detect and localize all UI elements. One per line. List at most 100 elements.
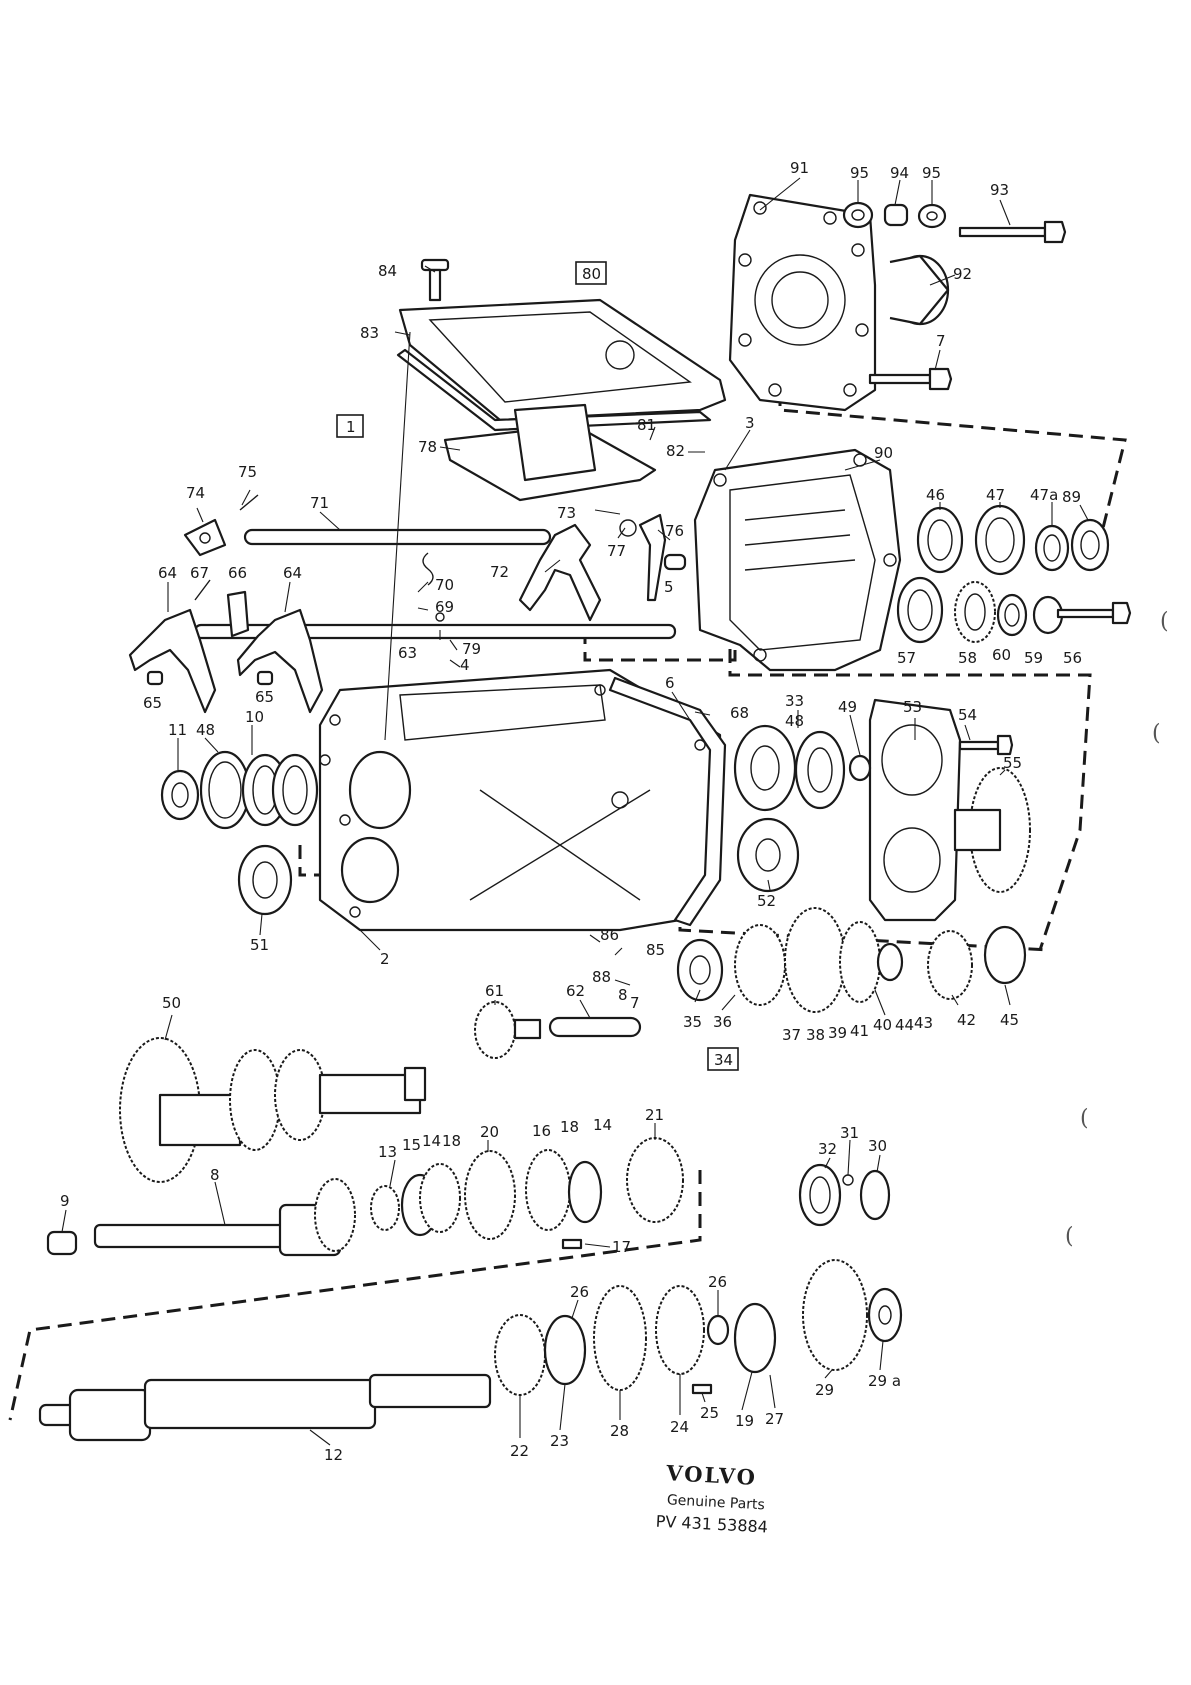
svg-text:(: ( bbox=[1160, 609, 1169, 634]
callout-23: 23 bbox=[550, 1432, 569, 1450]
callout-83: 83 bbox=[360, 324, 379, 342]
callout-29a: 29 a bbox=[868, 1372, 901, 1390]
bolt-93 bbox=[958, 220, 1067, 244]
bearing-set-left bbox=[160, 750, 319, 916]
callout-65: 65 bbox=[143, 694, 162, 712]
callout-36: 36 bbox=[713, 1013, 732, 1031]
callout-15: 15 bbox=[402, 1136, 421, 1154]
callout-14: 14 bbox=[593, 1116, 612, 1134]
countershaft-gear-cluster-34 bbox=[676, 907, 1027, 1013]
countershaft-50 bbox=[119, 1037, 427, 1183]
callout-4: 4 bbox=[460, 656, 470, 674]
callout-92: 92 bbox=[953, 265, 972, 283]
gasket-6 bbox=[608, 676, 727, 927]
bearing-set-57-56 bbox=[896, 576, 1132, 644]
callout-86: 86 bbox=[600, 926, 619, 944]
callout-90: 90 bbox=[874, 444, 893, 462]
volvo-brand: VOLVO bbox=[665, 1460, 758, 1490]
synchro-group-upper bbox=[370, 1137, 684, 1250]
callout-7: 7 bbox=[936, 332, 946, 350]
callout-12: 12 bbox=[324, 1446, 343, 1464]
intermediate-case-3 bbox=[693, 448, 902, 672]
reverse-idler-61-62 bbox=[474, 1001, 642, 1059]
leader-lines bbox=[61, 177, 1089, 1446]
callout-6: 6 bbox=[665, 674, 675, 692]
input-shaft-8 bbox=[46, 1178, 356, 1257]
callout-75: 75 bbox=[238, 463, 257, 481]
bolt-84 bbox=[420, 258, 450, 302]
callout-7: 7 bbox=[630, 994, 640, 1012]
gear-55 bbox=[953, 767, 1031, 893]
callout-19: 19 bbox=[735, 1412, 754, 1430]
svg-text:(: ( bbox=[1080, 1106, 1089, 1131]
callout-18: 18 bbox=[560, 1118, 579, 1136]
callout-64: 64 bbox=[283, 564, 302, 582]
interlock-66-67 bbox=[194, 579, 250, 638]
callout-56: 56 bbox=[1063, 649, 1082, 667]
callout-73: 73 bbox=[557, 504, 576, 522]
svg-text:(: ( bbox=[1152, 721, 1161, 746]
callout-69: 69 bbox=[435, 598, 454, 616]
callout-54: 54 bbox=[958, 706, 977, 724]
callout-33: 33 bbox=[785, 692, 804, 710]
bolt-7-rear bbox=[868, 367, 953, 391]
callout-58: 58 bbox=[958, 649, 977, 667]
callout-21: 21 bbox=[645, 1106, 664, 1124]
callout-84: 84 bbox=[378, 262, 397, 280]
bolt-54 bbox=[958, 734, 1014, 756]
callout-82: 82 bbox=[666, 442, 685, 460]
bearing-plate-53 bbox=[868, 698, 962, 922]
callout-53: 53 bbox=[903, 698, 922, 716]
boxed-label-1: 1 bbox=[336, 414, 364, 438]
callout-74: 74 bbox=[186, 484, 205, 502]
callout-51: 51 bbox=[250, 936, 269, 954]
callout-22: 22 bbox=[510, 1442, 529, 1460]
callout-61: 61 bbox=[485, 982, 504, 1000]
callout-5: 5 bbox=[664, 578, 674, 596]
shift-fork-64-right bbox=[236, 608, 324, 714]
callout-48: 48 bbox=[196, 721, 215, 739]
callout-88: 88 bbox=[592, 968, 611, 986]
callout-45: 45 bbox=[1000, 1011, 1019, 1029]
callout-78: 78 bbox=[418, 438, 437, 456]
boxed-label-34: 34 bbox=[707, 1047, 739, 1071]
bearings-33-48-52 bbox=[733, 724, 872, 893]
callout-30: 30 bbox=[868, 1137, 887, 1155]
volvo-logo-block: VOLVO Genuine Parts PV 431 53884 bbox=[655, 1460, 768, 1536]
svg-text:1: 1 bbox=[346, 418, 356, 436]
callout-37: 37 bbox=[782, 1026, 801, 1044]
callout-8: 8 bbox=[618, 986, 628, 1004]
callout-55: 55 bbox=[1003, 754, 1022, 772]
callout-85: 85 bbox=[646, 941, 665, 959]
callout-26: 26 bbox=[708, 1273, 727, 1291]
genuine-parts-text: Genuine Parts bbox=[666, 1492, 765, 1513]
callout-48: 48 bbox=[785, 712, 804, 730]
shift-rod-63 bbox=[193, 552, 677, 640]
callout-94: 94 bbox=[890, 164, 909, 182]
callout-64: 64 bbox=[158, 564, 177, 582]
shift-rod-71 bbox=[183, 494, 552, 557]
callout-24: 24 bbox=[670, 1418, 689, 1436]
callout-9: 9 bbox=[60, 1192, 70, 1210]
seal-92 bbox=[889, 254, 950, 326]
svg-text:80: 80 bbox=[582, 265, 601, 283]
callout-40: 40 bbox=[873, 1016, 892, 1034]
callout-27: 27 bbox=[765, 1410, 784, 1428]
boxed-label-80: 80 bbox=[575, 261, 607, 285]
callout-47a: 47a bbox=[1030, 486, 1058, 504]
callout-13: 13 bbox=[378, 1143, 397, 1161]
callout-29: 29 bbox=[815, 1381, 834, 1399]
callout-66: 66 bbox=[228, 564, 247, 582]
callout-79: 79 bbox=[462, 640, 481, 658]
callout-68: 68 bbox=[730, 704, 749, 722]
callout-91: 91 bbox=[790, 159, 809, 177]
gasket-78 bbox=[443, 403, 657, 502]
callout-81: 81 bbox=[637, 416, 656, 434]
callout-95: 95 bbox=[850, 164, 869, 182]
callout-17: 17 bbox=[612, 1238, 631, 1256]
rear-cover-91 bbox=[728, 193, 877, 412]
callout-71: 71 bbox=[310, 494, 329, 512]
callout-2: 2 bbox=[380, 950, 390, 968]
callout-65: 65 bbox=[255, 688, 274, 706]
callout-57: 57 bbox=[897, 649, 916, 667]
